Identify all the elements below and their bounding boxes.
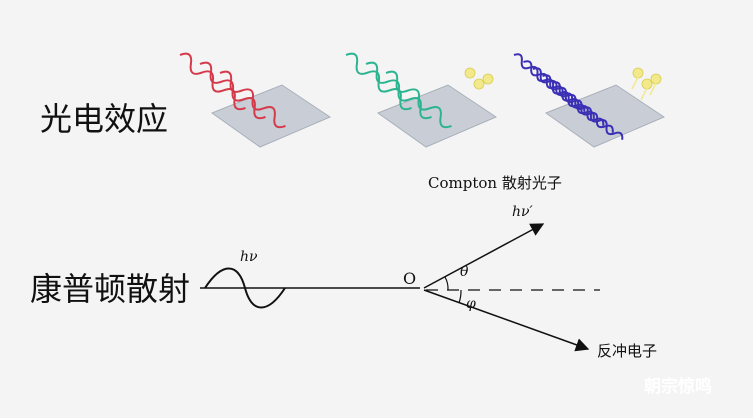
scattered-photon-arrow — [423, 223, 545, 289]
photoelectric-panel-2 — [345, 52, 498, 148]
light-wave — [542, 74, 614, 133]
electron-trail — [640, 87, 648, 101]
light-wave — [551, 81, 624, 140]
metal-plate — [210, 84, 332, 148]
phi-arc — [458, 289, 462, 304]
recoil-electron-caption: 反冲电子 — [597, 342, 657, 360]
electron — [632, 67, 644, 79]
photoelectric-panels — [179, 52, 666, 148]
electron — [473, 78, 485, 90]
scatter-origin-label: O — [403, 269, 416, 288]
scattered-photon-label: hν′ — [512, 204, 534, 220]
theta-arc — [444, 276, 449, 291]
electron — [482, 73, 494, 85]
scattered-photon-caption: Compton 散射光子 — [428, 174, 562, 192]
electron — [641, 78, 653, 90]
recoil-electron-arrow — [423, 289, 590, 352]
compton-title: 康普顿散射 — [30, 270, 190, 308]
electron — [650, 73, 662, 85]
phi-label: φ — [466, 296, 476, 312]
metal-plate — [544, 84, 666, 148]
light-wave — [385, 70, 452, 129]
incident-photon-label: hν — [240, 249, 258, 265]
watermark: 朝宗惊鸣 — [644, 376, 712, 397]
compton-diagram: hν O hν′ Compton 散射光子 反冲电子 θ φ — [200, 174, 657, 360]
photoelectric-panel-3 — [513, 53, 666, 148]
electron-trail — [631, 76, 639, 90]
photoelectric-panel-1 — [179, 52, 332, 148]
electron-trail — [649, 82, 657, 96]
theta-label: θ — [460, 264, 469, 280]
photoelectric-title: 光电效应 — [40, 100, 168, 138]
light-wave — [219, 70, 286, 129]
metal-plate — [376, 84, 498, 148]
electron — [464, 67, 476, 79]
